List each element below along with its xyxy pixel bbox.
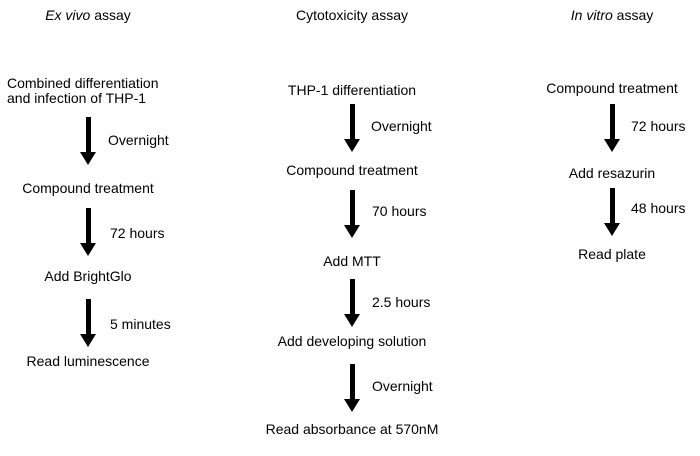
- column-title-in-vitro: In vitro assay: [524, 8, 700, 23]
- arrow-down-icon: [344, 279, 360, 327]
- step-read-plate: Read plate: [578, 246, 646, 262]
- arrow-down-icon: [80, 208, 96, 256]
- duration-label: 48 hours: [631, 200, 686, 216]
- duration-label: 2.5 hours: [372, 294, 431, 310]
- arrow-down-icon: [604, 104, 620, 152]
- duration-label: 72 hours: [631, 118, 686, 134]
- step-add-brightglo: Add BrightGlo: [44, 268, 132, 284]
- step-thp1-differentiation: THP-1 differentiation: [287, 82, 417, 98]
- step-compound-treatment: Compound treatment: [22, 180, 154, 196]
- step-add-developing-solution: Add developing solution: [277, 333, 427, 349]
- title-rest: Cytotoxicity assay: [295, 7, 409, 23]
- step-combined-differentiation: Combined differentiation and infection o…: [7, 75, 159, 106]
- step-compound-treatment: Compound treatment: [286, 162, 418, 178]
- arrow-down-icon: [344, 364, 360, 412]
- arrow-down-icon: [80, 117, 96, 165]
- step-read-absorbance: Read absorbance at 570nM: [265, 421, 439, 437]
- duration-label: 5 minutes: [110, 316, 171, 332]
- title-latin-phrase: Ex vivo: [45, 7, 91, 23]
- arrow-down-icon: [604, 188, 620, 236]
- duration-label: Overnight: [371, 118, 432, 134]
- title-latin-phrase: In vitro: [570, 7, 613, 23]
- duration-label: Overnight: [108, 132, 169, 148]
- step-add-mtt: Add MTT: [323, 253, 381, 269]
- duration-label: Overnight: [372, 378, 433, 394]
- arrow-down-icon: [344, 190, 360, 238]
- arrow-down-icon: [344, 104, 360, 152]
- duration-label: 70 hours: [372, 203, 427, 219]
- step-add-resazurin: Add resazurin: [568, 165, 656, 181]
- column-title-cytotoxicity: Cytotoxicity assay: [232, 8, 472, 23]
- title-rest: assay: [612, 7, 654, 23]
- column-title-ex-vivo: Ex vivo assay: [0, 8, 176, 23]
- duration-label: 72 hours: [110, 225, 165, 241]
- step-read-luminescence: Read luminescence: [26, 353, 150, 369]
- step-compound-treatment: Compound treatment: [546, 80, 678, 96]
- arrow-down-icon: [80, 299, 96, 347]
- title-rest: assay: [90, 7, 131, 23]
